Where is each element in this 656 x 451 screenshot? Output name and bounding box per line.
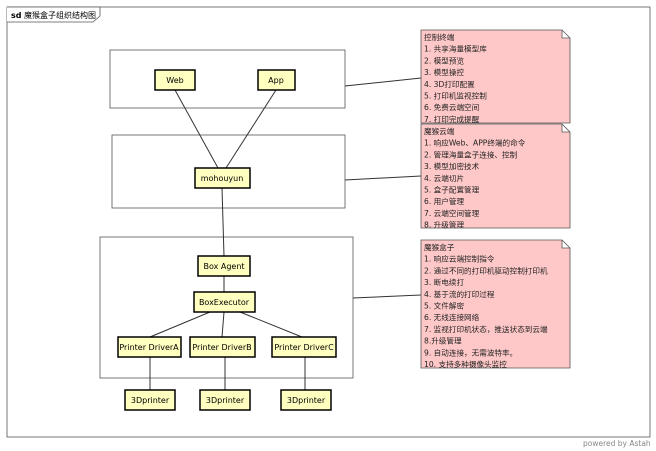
diagram-frame: [6, 6, 651, 438]
note-line: 8.升级管理: [424, 336, 462, 346]
note-line: 5. 打印机监视控制: [424, 91, 487, 101]
node-printer-a[interactable]: 3Dprinter: [124, 389, 176, 411]
node-box-agent[interactable]: Box Agent: [197, 255, 251, 277]
node-mohouyun-label: mohouyun: [201, 174, 244, 183]
node-driver-b-label: Printer DriverB: [192, 343, 251, 352]
node-printer-b[interactable]: 3Dprinter: [199, 389, 251, 411]
node-driver-c[interactable]: Printer DriverC: [271, 336, 337, 358]
note-line: 2. 通过不同的打印机驱动控制打印机: [424, 265, 548, 275]
node-driver-a-label: Printer DriverA: [119, 343, 179, 352]
frame-title-prefix: sd: [11, 11, 22, 20]
connectors: [149, 77, 422, 390]
note-line: 5. 盒子配置管理: [424, 185, 480, 195]
node-app[interactable]: App: [257, 69, 296, 91]
note-line: 4. 3D打印配置: [424, 79, 475, 89]
node-app-label: App: [268, 76, 284, 85]
frame-title-tab: [7, 6, 101, 23]
client-container: [109, 49, 346, 109]
note-line: 7. 打印完成提醒: [424, 114, 480, 124]
note-line: 3. 断电续打: [424, 277, 464, 287]
node-printer-c-label: 3Dprinter: [287, 396, 326, 405]
node-web-label: Web: [166, 76, 183, 85]
note-line: 4. 云端切片: [424, 173, 464, 183]
node-box-executor-label: BoxExecutor: [199, 298, 250, 307]
node-driver-c-label: Printer DriverC: [274, 343, 334, 352]
node-printer-b-label: 3Dprinter: [206, 396, 245, 405]
note-line: 魔猴云端: [424, 126, 455, 136]
node-web[interactable]: Web: [154, 69, 196, 91]
watermark: powered by Astah: [583, 439, 651, 448]
note-line: 8. 升级管理: [424, 220, 464, 230]
note-line: 2. 管理海量盒子连接、控制: [424, 149, 518, 159]
node-box-agent-label: Box Agent: [203, 262, 244, 271]
node-mohouyun[interactable]: mohouyun: [194, 167, 251, 189]
note-line: 魔猴盒子: [424, 242, 455, 252]
node-driver-a[interactable]: Printer DriverA: [117, 336, 182, 358]
node-printer-a-label: 3Dprinter: [131, 396, 170, 405]
node-printer-c[interactable]: 3Dprinter: [280, 389, 332, 411]
note-line: 6. 免费云端空间: [424, 102, 479, 112]
note-line: 6. 用户管理: [424, 196, 464, 206]
note-line: 2. 模型预览: [424, 55, 464, 65]
note-line: 1. 共享海量模型库: [424, 44, 487, 54]
note-line: 5. 文件解密: [424, 301, 464, 311]
note-line: 7. 监视打印机状态，推送状态到云端: [424, 324, 548, 334]
note-line: 4. 基于流的打印过程: [424, 289, 495, 299]
note-line: 3. 模型操控: [424, 67, 464, 77]
node-driver-b[interactable]: Printer DriverB: [189, 336, 256, 358]
note-line: 3. 模型加密技术: [424, 161, 480, 171]
note-line: 1. 响应Web、APP终端的命令: [424, 138, 526, 148]
note-line: 控制终端: [424, 32, 455, 42]
note-line: 6. 无线连接网络: [424, 312, 480, 322]
frame-title: 魔猴盒子组织结构图: [24, 10, 96, 20]
note-line: 9. 自动连接，无需波特率。: [424, 347, 517, 357]
note-line: 10. 支持多种摄像头监控: [424, 359, 507, 369]
note-line: 7. 云端空间管理: [424, 208, 480, 218]
node-box-executor[interactable]: BoxExecutor: [193, 291, 256, 313]
note-line: 1. 响应云端控制指令: [424, 254, 495, 264]
